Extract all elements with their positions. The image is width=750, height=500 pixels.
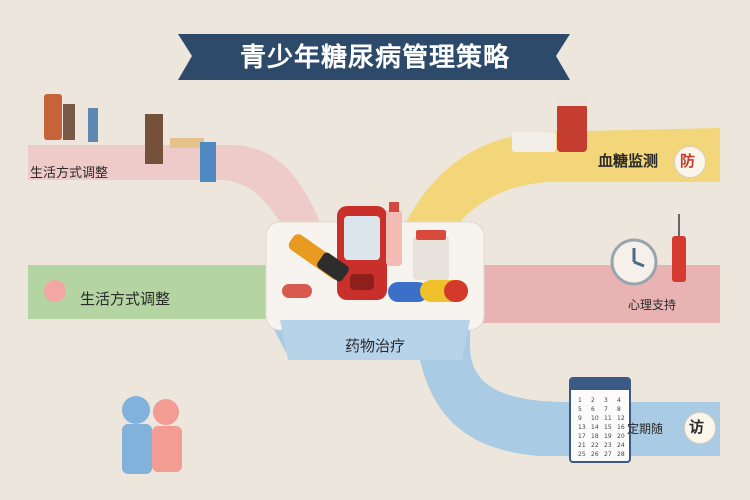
insulin-pen-icon	[288, 234, 349, 282]
calendar-day: 12	[617, 415, 625, 422]
calendar-day: 7	[604, 406, 608, 413]
calendar-day: 24	[617, 442, 625, 449]
calendar-day: 5	[578, 406, 582, 413]
calendar-day: 14	[591, 424, 599, 431]
glucose-monitoring-label: 血糖监测	[598, 152, 659, 170]
pill-bottle-icon	[512, 98, 587, 152]
prevent-badge-char: 防	[680, 152, 696, 170]
calendar-day: 28	[617, 451, 625, 458]
calendar-day: 26	[591, 451, 599, 458]
calendar-day: 11	[604, 415, 612, 422]
followup-badge-char: 访	[689, 418, 705, 436]
lifestyle-heart-icon	[44, 280, 66, 302]
family-cooking-illustration	[44, 94, 216, 182]
lifestyle-band-label: 生活方式调整	[80, 290, 171, 308]
followup-label: 定期随	[627, 422, 664, 436]
page-title: 青少年糖尿病管理策略	[239, 43, 510, 73]
calendar-day: 15	[604, 424, 612, 431]
calendar-day: 22	[591, 442, 599, 449]
calendar-day: 3	[604, 397, 608, 404]
calendar-day: 9	[578, 415, 582, 422]
prevent-badge	[674, 146, 706, 178]
calendar-day: 8	[617, 406, 621, 413]
calendar-day: 17	[578, 433, 586, 440]
calendar-day: 10	[591, 415, 599, 422]
calendar-day: 2	[591, 397, 595, 404]
syringe-vial-icon	[386, 202, 402, 266]
glucose-meter-icon	[337, 206, 387, 300]
medicine-bottle-icon	[413, 230, 449, 280]
lifestyle-green-band	[28, 265, 268, 319]
glucose-yellow-band	[395, 128, 720, 255]
calendar-day: 13	[578, 424, 586, 431]
lifestyle-top-label: 生活方式调整	[30, 166, 109, 181]
calendar-day: 25	[578, 451, 586, 458]
clock-icon	[610, 238, 658, 286]
calendar-day: 20	[617, 433, 625, 440]
syringe-icon	[672, 214, 686, 282]
psych-support-label: 心理支持	[628, 298, 677, 312]
calendar-day: 27	[604, 451, 612, 458]
calendar-day: 23	[604, 442, 612, 449]
capsule-icon	[282, 280, 468, 302]
calendar-day: 18	[591, 433, 599, 440]
calendar-day: 4	[617, 397, 621, 404]
calendar-day: 19	[604, 433, 612, 440]
parent-child-illustration	[122, 396, 182, 474]
drug-therapy-label: 药物治疗	[344, 337, 405, 355]
lifestyle-top-band	[28, 145, 320, 238]
calendar-day: 6	[591, 406, 595, 413]
followup-badge	[684, 412, 716, 444]
calendar-day: 21	[578, 442, 586, 449]
calendar-day: 1	[578, 397, 582, 404]
title-banner	[178, 34, 570, 80]
calendar-day: 16	[617, 424, 625, 431]
drug-label-plate	[280, 320, 470, 360]
